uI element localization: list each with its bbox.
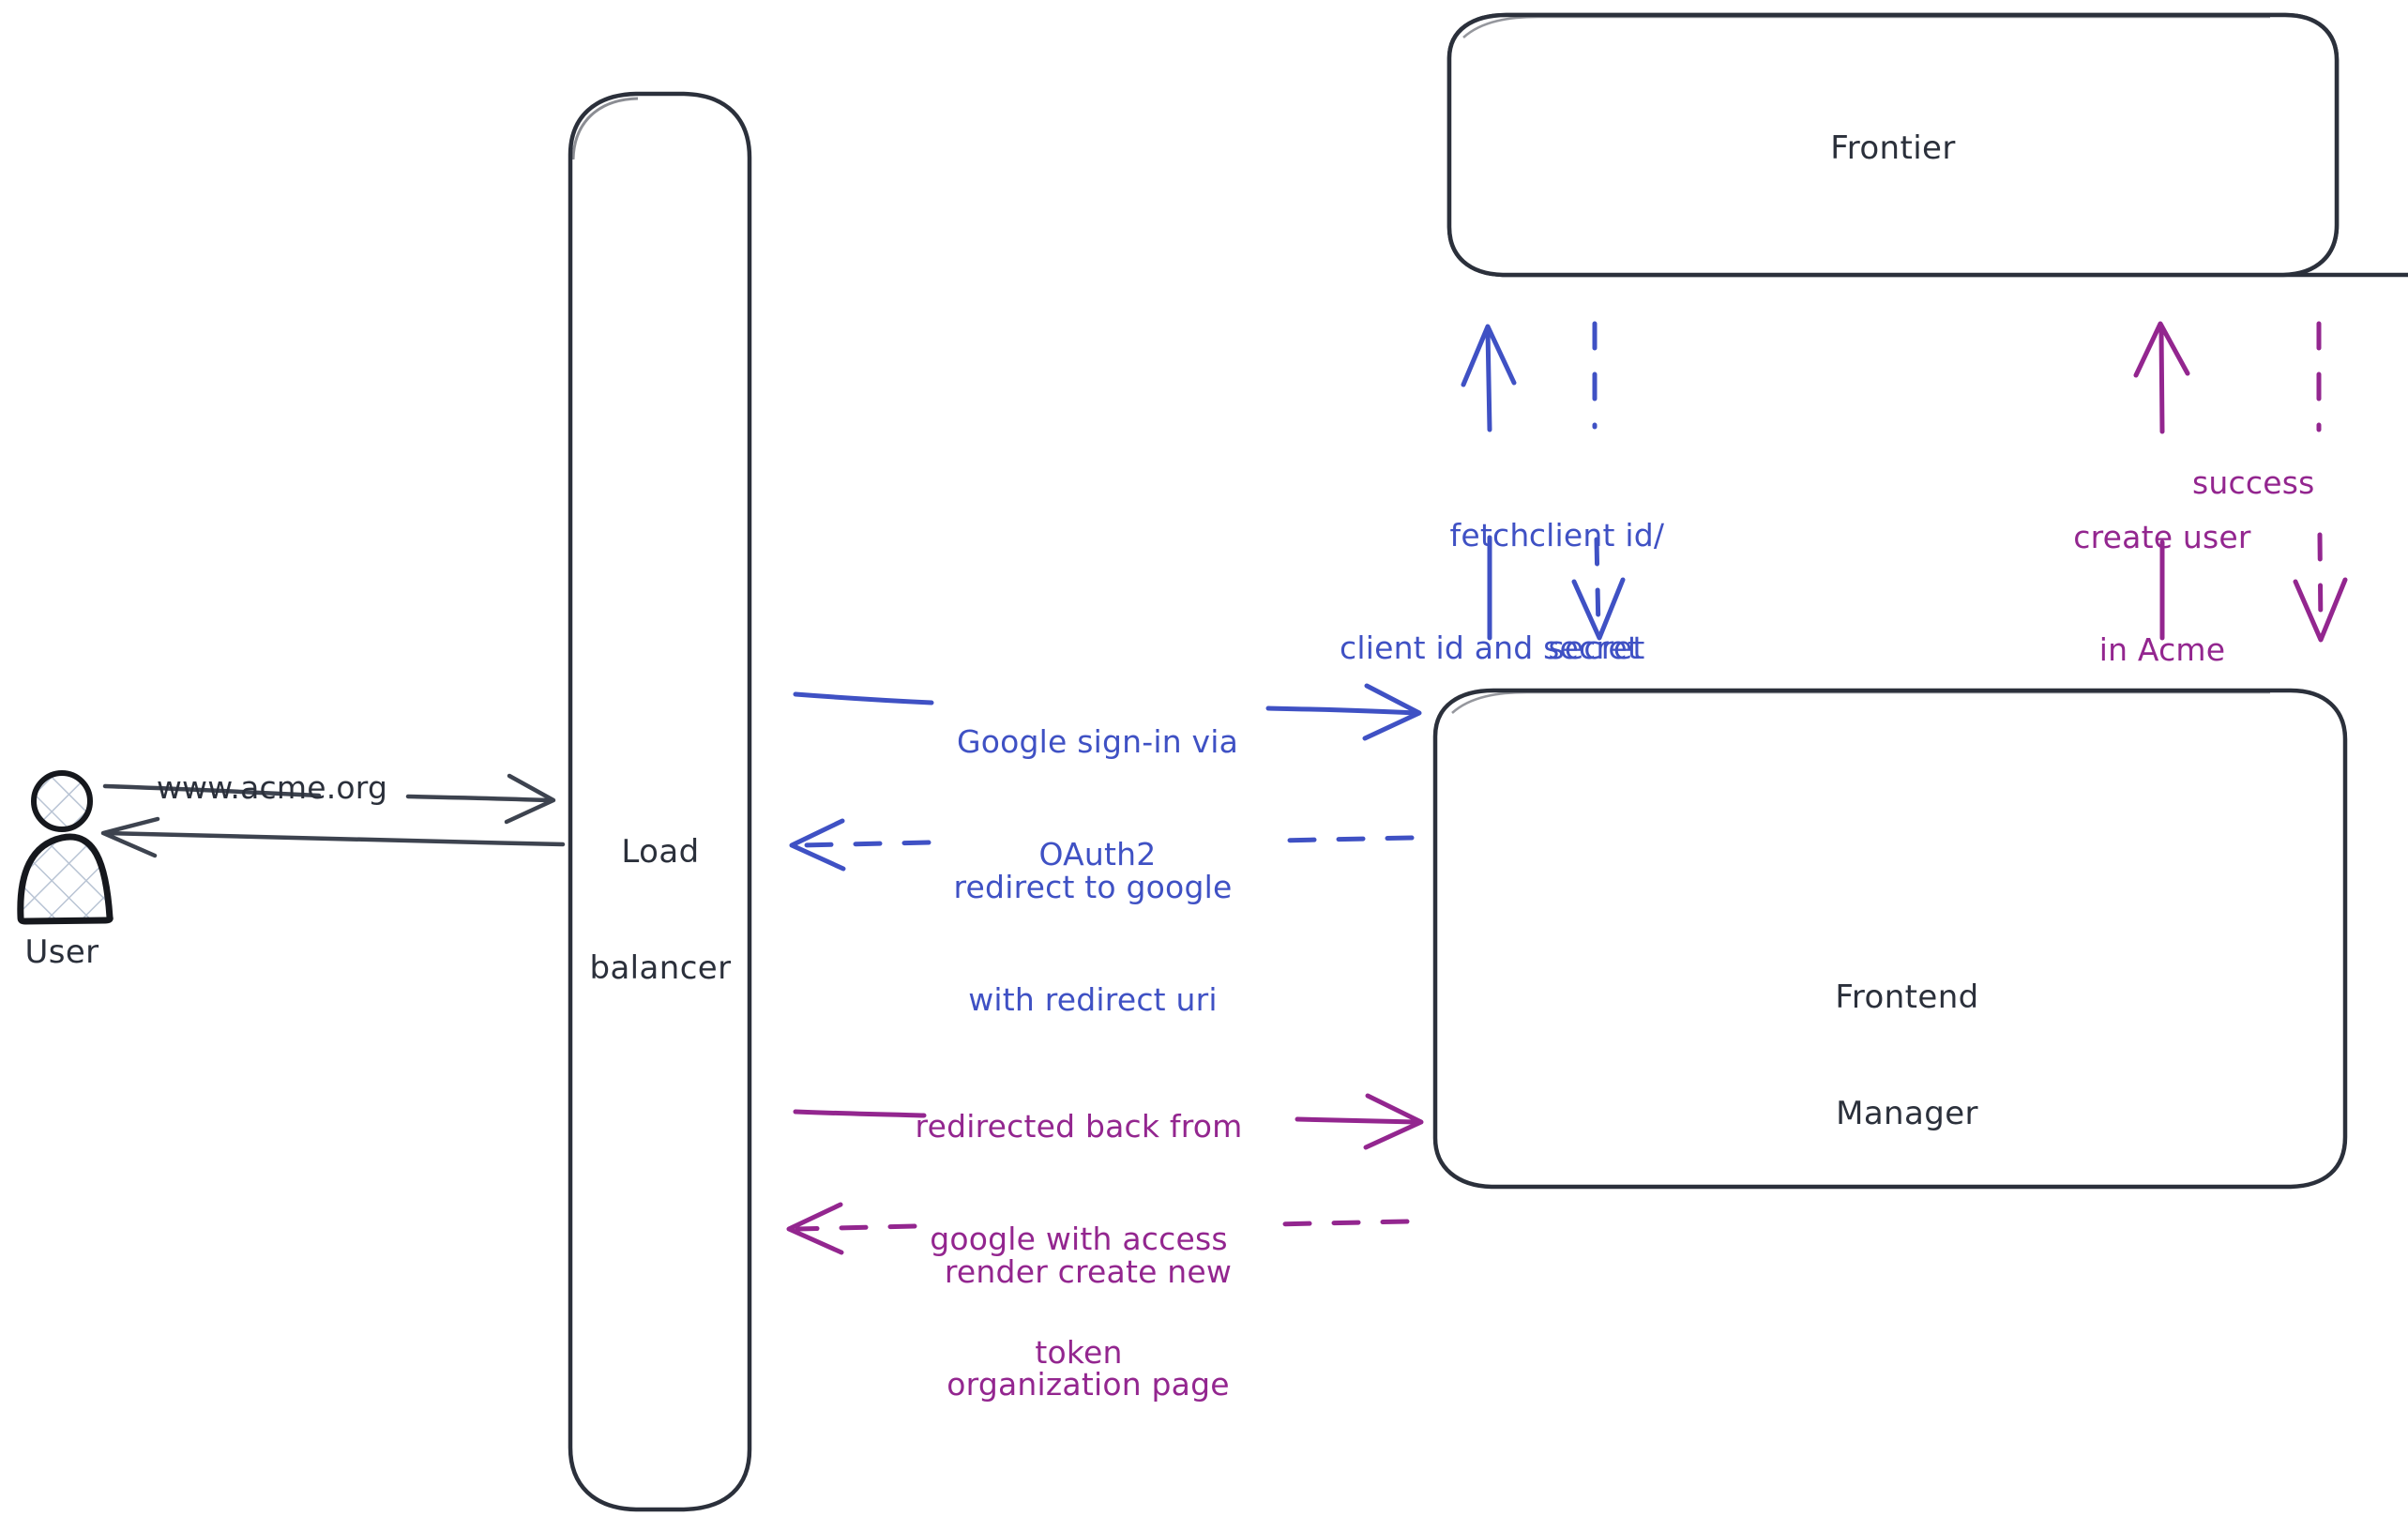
load-balancer-label-line1: Load xyxy=(621,832,700,871)
edge-label-lb-to-fm-token-line2: google with access xyxy=(930,1221,1228,1258)
edge-frontier-to-fm-creds-arrow xyxy=(1571,321,1626,641)
edge-lb-to-fm-token-arrow xyxy=(793,1093,1424,1150)
edge-label-fm-to-lb-render-line1: render create new xyxy=(944,1252,1233,1290)
edge-label-fm-to-frontier-fetch-line2: client id and secret xyxy=(1339,629,1641,667)
load-balancer-label: Load balancer xyxy=(570,755,750,1067)
edge-label-fm-to-lb-redirect-line1: redirect to google xyxy=(953,868,1233,905)
user-actor-icon xyxy=(17,770,114,925)
edge-label-fm-to-lb-redirect-line2: with redirect uri xyxy=(968,981,1218,1019)
edge-label-frontier-to-fm-creds-line1: client id/ xyxy=(1528,516,1665,554)
frontier-node[interactable] xyxy=(1446,12,2408,278)
edge-label-fm-to-frontier-createuser: create user in Acme xyxy=(2022,443,2303,745)
frontend-manager-label-line1: Frontend xyxy=(1835,978,1979,1016)
edge-frontier-to-fm-success-arrow xyxy=(2293,321,2348,643)
load-balancer-node[interactable] xyxy=(568,91,752,1512)
edge-label-frontier-to-fm-creds: client id/ secret xyxy=(1446,441,1747,743)
edge-lb-to-user-arrow xyxy=(100,816,566,858)
edge-fm-to-lb-redirect-arrow xyxy=(789,818,1415,872)
frontend-manager-node[interactable] xyxy=(1432,688,2348,1190)
edge-lb-to-fm-signin-arrow xyxy=(793,683,1422,741)
user-actor-label: User xyxy=(24,933,99,971)
edge-label-lb-to-fm-signin: Google sign-in via OAuth2 xyxy=(872,647,1323,949)
edge-label-fm-to-lb-redirect: redirect to google with redirect uri xyxy=(886,793,1299,1095)
edge-label-frontier-to-fm-success: success xyxy=(2192,464,2315,501)
load-balancer-label-line2: balancer xyxy=(589,949,732,988)
edge-label-user-to-lb: www.acme.org xyxy=(156,769,388,806)
edge-user-to-lb-arrow xyxy=(102,773,556,825)
edge-label-lb-to-fm-signin-line2: OAuth2 xyxy=(1038,836,1157,873)
frontend-manager-label-line2: Manager xyxy=(1836,1095,1978,1133)
edge-label-lb-to-fm-token-line3: token xyxy=(1035,1334,1123,1371)
edge-label-frontier-to-fm-creds-line2: secret xyxy=(1548,629,1645,667)
edge-label-fm-to-frontier-fetch-line1: fetch xyxy=(1449,516,1530,554)
edge-fm-to-lb-render-arrow xyxy=(786,1202,1410,1255)
edge-fm-to-frontier-fetch-arrow xyxy=(1461,324,1517,641)
edge-label-lb-to-fm-token-line1: redirected back from xyxy=(915,1107,1243,1145)
edge-label-fm-to-lb-render-line2: organization page xyxy=(947,1366,1230,1403)
edge-label-fm-to-frontier-createuser-line2: in Acme xyxy=(2098,631,2226,669)
edge-fm-to-frontier-createuser-arrow xyxy=(2133,321,2190,641)
frontier-label: Frontier xyxy=(1830,129,1956,167)
edge-label-fm-to-frontier-createuser-line1: create user xyxy=(2073,518,2251,555)
edge-label-lb-to-fm-signin-line1: Google sign-in via xyxy=(956,722,1239,760)
edge-label-fm-to-frontier-fetch: fetch client id and secret xyxy=(1302,441,1677,743)
edge-label-lb-to-fm-token: redirected back from google with access … xyxy=(872,1032,1285,1448)
frontend-manager-label: Frontend Manager xyxy=(1696,901,2118,1212)
edge-label-fm-to-lb-render: render create new organization page xyxy=(886,1177,1290,1479)
